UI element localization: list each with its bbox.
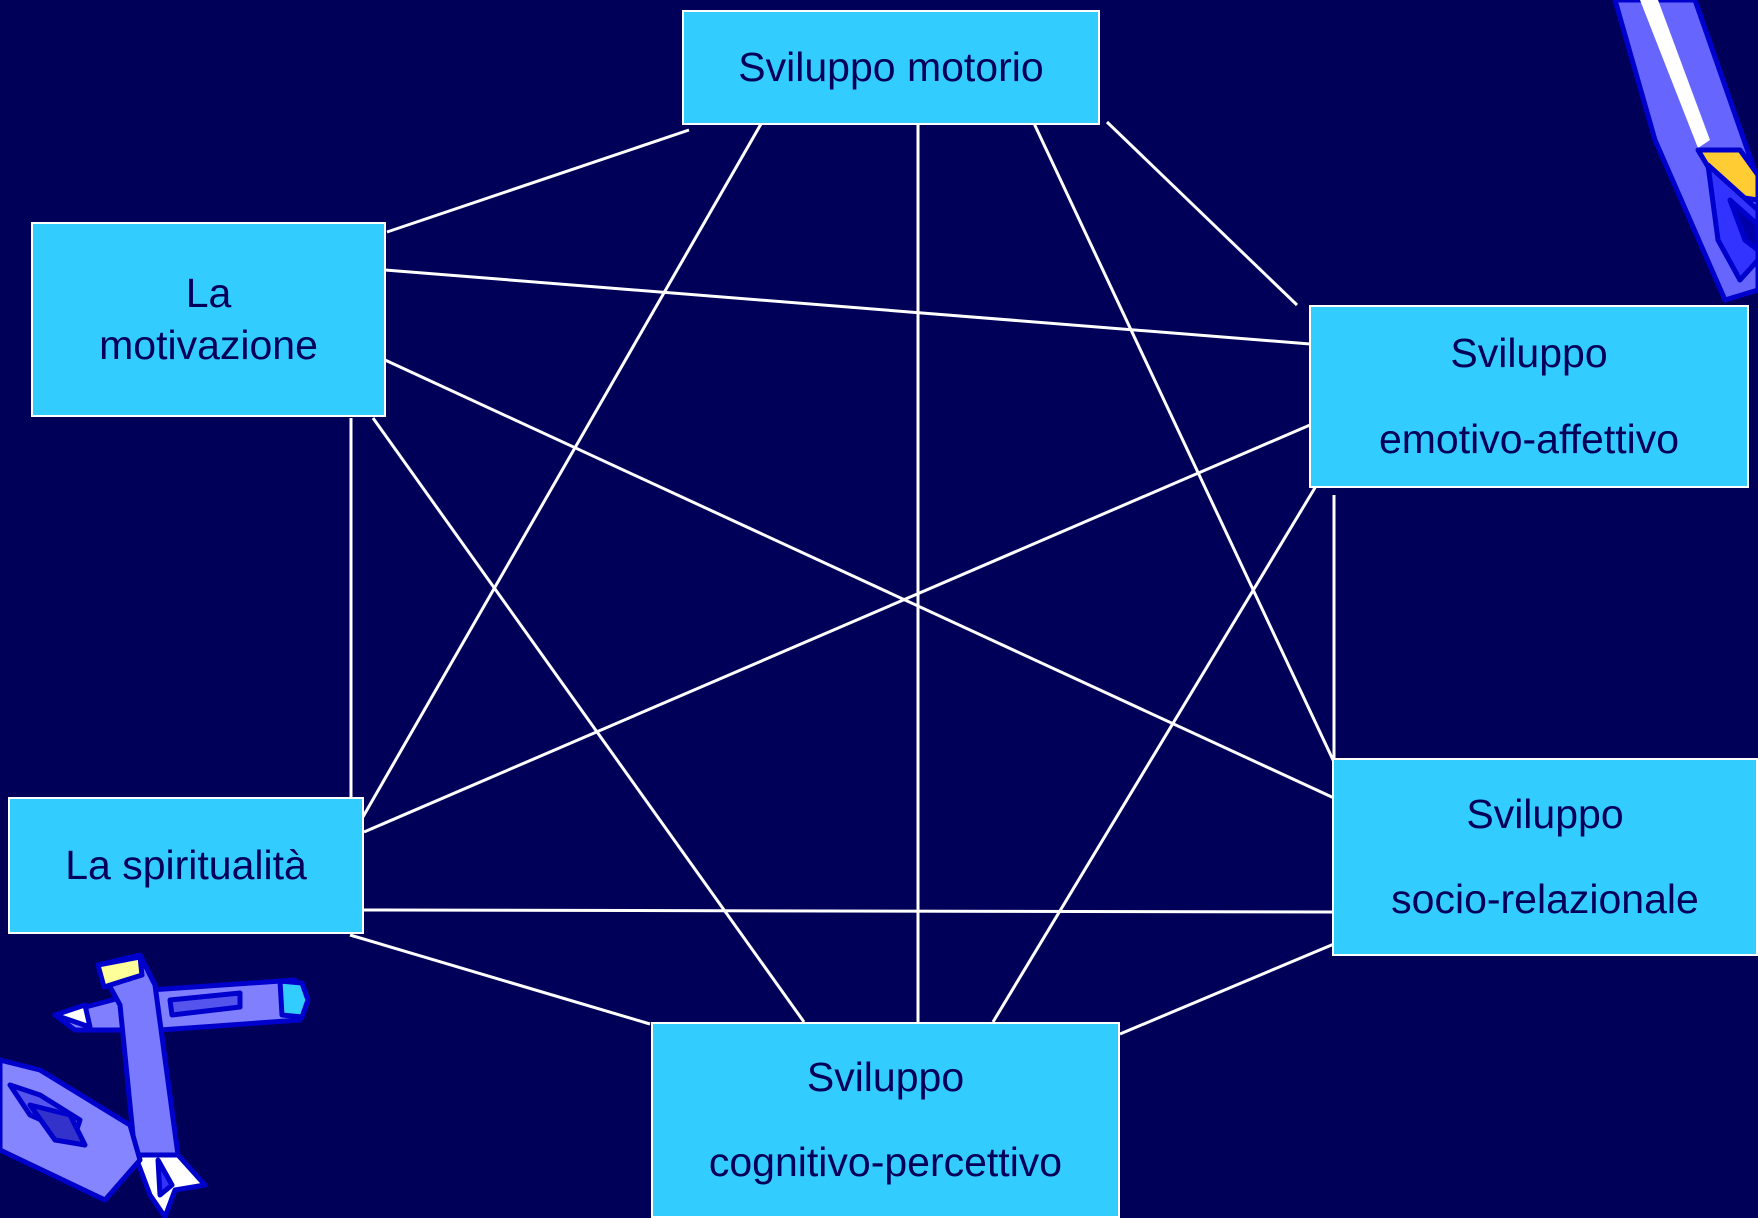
link-motorio-motivazione — [386, 128, 690, 234]
node-sviluppo-cognitivo-percettivo: Sviluppo cognitivo-percettivo — [651, 1022, 1120, 1218]
node-sviluppo-socio-relazionale: Sviluppo socio-relazionale — [1332, 758, 1758, 956]
node-la-spiritualita: La spiritualità — [8, 797, 364, 934]
link-emotivo-cognitivo — [991, 485, 1318, 1023]
node-label: Sviluppo motorio — [738, 43, 1044, 90]
link-motivazione-cognitivo — [371, 417, 806, 1023]
node-label-line1: La — [185, 270, 232, 317]
node-label-line2: emotivo-affettivo — [1378, 415, 1680, 462]
link-motorio-spiritualita — [358, 116, 767, 823]
crossed-pencils-icon — [0, 952, 311, 1218]
link-spiritualita-cognitivo — [349, 933, 651, 1026]
node-label-line2: socio-relazionale — [1391, 876, 1699, 922]
link-motivazione-socio — [384, 358, 1335, 800]
node-sviluppo-motorio: Sviluppo motorio — [682, 10, 1100, 125]
link-socio-cognitivo — [1119, 942, 1335, 1036]
node-sviluppo-emotivo-affettivo: Sviluppo emotivo-affettivo — [1309, 305, 1749, 488]
node-label-line1: Sviluppo — [1466, 790, 1624, 837]
link-motorio-emotivo — [1105, 120, 1299, 307]
link-spiritualita-socio — [363, 908, 1335, 914]
node-la-motivazione: La motivazione — [31, 222, 386, 417]
link-motorio-socio — [1029, 116, 1336, 763]
node-label-line1: Sviluppo — [806, 1053, 965, 1100]
link-motivazione-emotivo — [384, 268, 1311, 346]
node-label-line2: motivazione — [99, 321, 318, 368]
node-label-line1: Sviluppo — [1450, 330, 1608, 377]
pencil-icon — [1612, 0, 1758, 303]
link-emotivo-spiritualita — [363, 423, 1311, 834]
node-label: La spiritualità — [65, 841, 307, 888]
node-label-line2: cognitivo-percettivo — [708, 1139, 1063, 1185]
